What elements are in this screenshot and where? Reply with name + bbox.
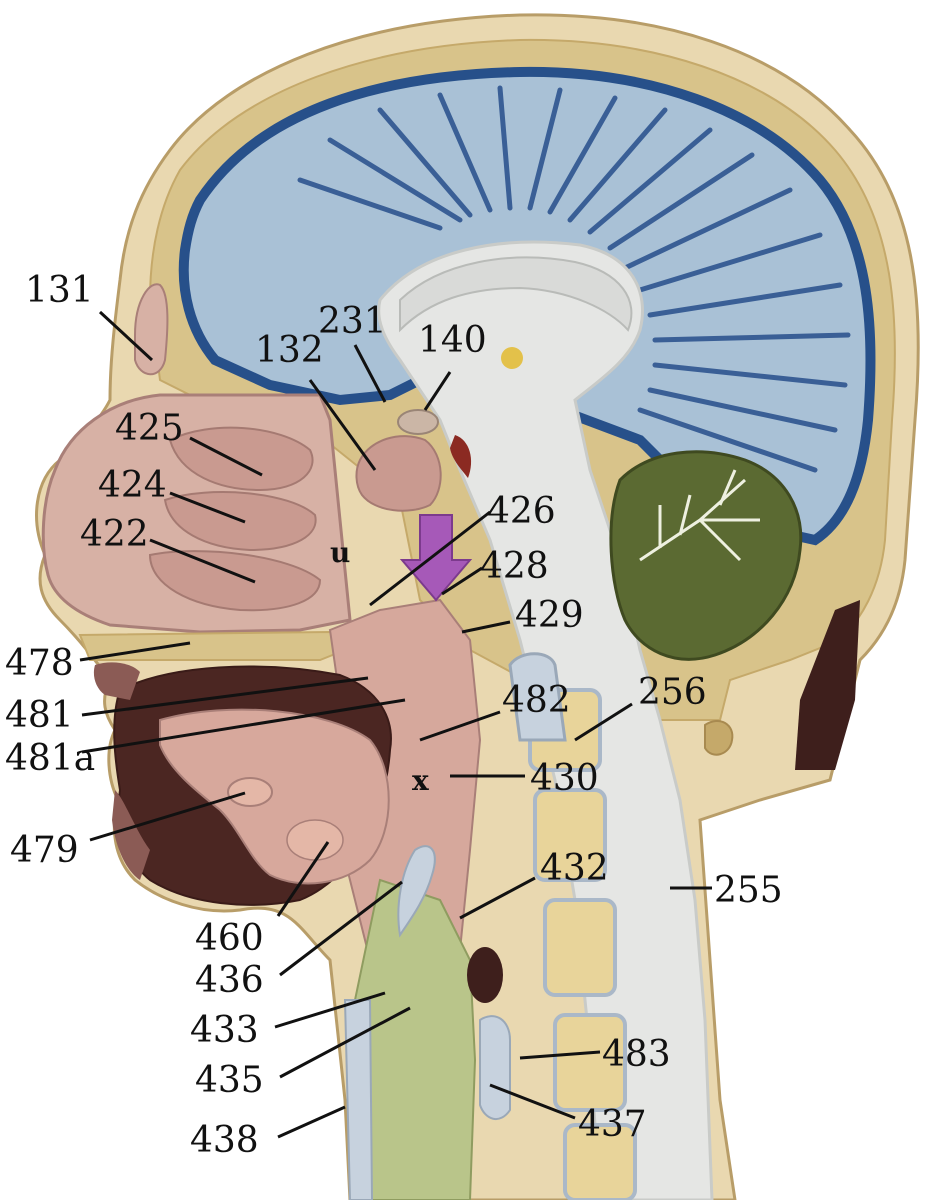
down-arrow-icon xyxy=(399,514,473,602)
hard-palate xyxy=(78,630,347,661)
upper-lip xyxy=(93,662,140,700)
label-460: 460 xyxy=(195,918,264,959)
label-430: 430 xyxy=(530,758,599,799)
label-422: 422 xyxy=(80,514,149,555)
vertebral-column xyxy=(508,652,637,1200)
sphenoid-sinus xyxy=(355,435,442,512)
label-428: 428 xyxy=(480,546,549,587)
lower-lip xyxy=(112,790,150,880)
callout-labels: 131 231 132 140 425 424 422 u 426 428 42… xyxy=(5,270,783,1161)
pituitary-gland xyxy=(397,409,439,435)
label-u: u xyxy=(330,536,350,569)
label-482: 482 xyxy=(502,680,571,721)
label-140: 140 xyxy=(418,320,487,361)
leader-lines xyxy=(79,310,712,1139)
label-436: 436 xyxy=(195,960,264,1001)
label-432: 432 xyxy=(540,848,609,889)
label-437: 437 xyxy=(578,1104,647,1145)
inferior-concha xyxy=(148,550,322,612)
label-231: 231 xyxy=(318,301,387,342)
sublingual-gland xyxy=(227,777,273,807)
label-481a: 481a xyxy=(5,738,95,779)
posterior-neck-tissue xyxy=(795,600,860,770)
label-424: 424 xyxy=(98,465,167,506)
label-255: 255 xyxy=(714,870,783,911)
dark-red-structure xyxy=(450,435,472,478)
anatomy-illustration xyxy=(35,13,920,1200)
superior-concha xyxy=(168,426,314,492)
label-x: x xyxy=(412,764,429,797)
corpus-callosum xyxy=(399,256,633,333)
label-483: 483 xyxy=(602,1034,671,1075)
label-426: 426 xyxy=(487,491,556,532)
label-435: 435 xyxy=(195,1060,264,1101)
label-425: 425 xyxy=(115,408,184,449)
label-429: 429 xyxy=(515,595,584,636)
tongue-papillae xyxy=(286,819,344,861)
label-438: 438 xyxy=(190,1120,259,1161)
label-131: 131 xyxy=(25,270,94,311)
label-478: 478 xyxy=(5,643,74,684)
arbor-vitae xyxy=(639,469,760,562)
tracheal-cartilage xyxy=(479,1015,511,1120)
cerebellum xyxy=(609,450,803,661)
label-256: 256 xyxy=(638,672,707,713)
yellow-body xyxy=(501,347,523,369)
occipital-bone-detail xyxy=(704,720,734,756)
label-481: 481 xyxy=(5,695,74,736)
label-433: 433 xyxy=(190,1010,259,1051)
esophagus-lumen xyxy=(467,947,503,1003)
epiglottis xyxy=(397,845,436,938)
label-479: 479 xyxy=(10,830,79,871)
cerebral-sulci xyxy=(297,85,851,473)
label-132: 132 xyxy=(255,330,324,371)
